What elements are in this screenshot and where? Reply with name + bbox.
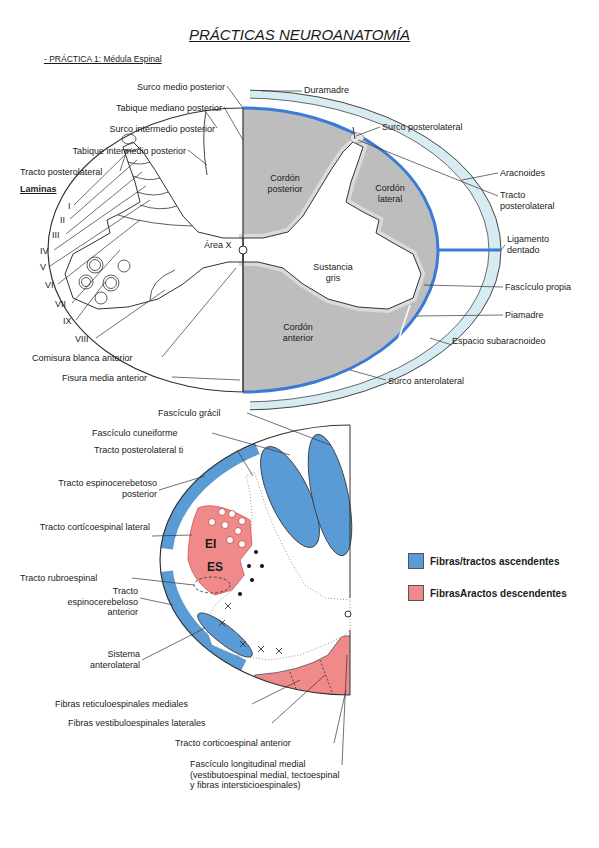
lamina-number: VII	[55, 299, 66, 310]
median-fissure	[242, 254, 244, 392]
fiber-circle	[227, 537, 234, 544]
rubrospinal-tract	[194, 577, 230, 593]
dentate-ligament	[438, 249, 501, 252]
dot	[238, 592, 242, 596]
section-heading: Laminas	[20, 184, 57, 195]
page-title: PRÁCTICAS NEUROANATOMÍA	[0, 26, 599, 43]
tract-label: Tracto rubroespinal	[20, 573, 97, 584]
part-label: Fascículo propia	[505, 282, 571, 293]
central-canal	[239, 246, 247, 254]
tract-label: Fibras vestibuloespinales laterales	[68, 718, 206, 729]
part-label: Duramadre	[304, 85, 349, 96]
part-label: Ligamento dentado	[507, 234, 569, 255]
posterolateral-sulcus	[353, 127, 355, 139]
motor-nucleus	[106, 278, 117, 289]
region-label: Cordón lateral	[368, 183, 413, 204]
region-label: Sustancia gris	[308, 262, 358, 283]
region-label: Cordón anterior	[273, 322, 323, 343]
legend-swatch	[408, 585, 424, 601]
legend-item: Fibras/tractos ascendentes	[408, 553, 560, 569]
part-label: Surco intermedio posterior	[109, 124, 215, 135]
lamina-number: VIII	[75, 334, 89, 345]
legend-item: FibrasAractos descendentes	[408, 585, 567, 601]
tract-label: Tracto corticoespinal anterior	[175, 738, 291, 749]
leader-lines	[132, 413, 347, 765]
cord-outline	[160, 425, 350, 695]
tract-label: Tracto posterolateral ti	[94, 445, 183, 456]
fiber-circle	[229, 511, 236, 518]
subtitle: - PRÁCTICA 1: Médula Espinal	[44, 54, 162, 65]
part-label: Comisura blanca anterior	[32, 353, 133, 364]
dot	[247, 564, 251, 568]
part-label: Tabique mediano posterior	[116, 103, 222, 114]
tract-label: Fascículo longitudinal medial (vestibuto…	[190, 759, 340, 791]
x-marks	[219, 603, 282, 654]
lateral-corticospinal	[188, 506, 252, 595]
tract-label: Tracto espinocerebeloso anterior	[43, 586, 138, 618]
laminae-lines	[118, 148, 192, 300]
motor-nucleus	[118, 260, 130, 272]
fasciculus-proprius	[243, 142, 421, 309]
median-septum	[242, 108, 243, 246]
lamina-number: III	[52, 230, 60, 241]
part-label: Tracto posterolateral	[500, 190, 562, 211]
tract-symbol: EI	[205, 539, 216, 550]
dot	[260, 564, 264, 568]
tract-label: Fascículo cuneiforme	[92, 428, 178, 439]
motor-nucleus	[103, 275, 119, 291]
fiber-circle	[209, 519, 216, 526]
motor-nucleus	[90, 260, 101, 271]
cord-right	[243, 108, 438, 392]
legend-text: Fibras/tractos ascendentes	[430, 556, 560, 567]
part-label: Fisura media anterior	[62, 373, 147, 384]
motor-nucleus	[95, 292, 107, 304]
fiber-circle	[239, 518, 246, 525]
cord-left	[48, 108, 243, 392]
fiber-circle	[235, 528, 242, 535]
part-label: Surco posterolateral	[382, 122, 463, 133]
region-label: Área X	[204, 240, 232, 251]
part-label: Piamadre	[505, 310, 544, 321]
motor-nucleus	[82, 278, 91, 287]
part-label: Tabique intermedio posterior	[72, 146, 186, 157]
part-label: Espacio subaracnoideo	[452, 336, 546, 347]
fiber-circle	[219, 509, 226, 516]
motor-nuclei	[79, 257, 130, 304]
lamina-number: IV	[40, 246, 49, 257]
tract-label: Fascículo grácil	[158, 408, 221, 419]
dura-mater	[250, 90, 501, 410]
lamina-number: VI	[45, 280, 54, 291]
tract-label: Fibras reticuloespinales mediales	[55, 699, 188, 710]
tract-label: Tracto espinocerebetoso posterior	[27, 478, 157, 499]
dot	[250, 578, 254, 582]
tract-symbol: ES	[207, 562, 223, 573]
part-label: Tracto posterolateral	[20, 167, 102, 178]
legend-swatch	[408, 553, 424, 569]
posterolateral-tract	[122, 134, 136, 144]
lamina-number: V	[40, 262, 46, 273]
median-lines	[350, 425, 351, 695]
legend-text: FibrasAractos descendentes	[430, 588, 567, 599]
leader-lines	[50, 86, 505, 380]
fiber-circle	[239, 541, 246, 548]
intermediate-septum	[204, 110, 207, 175]
lamina-number: IX	[63, 316, 72, 327]
anterolateral-boundary	[395, 305, 410, 350]
tract-label: Sistema anterolateral	[72, 649, 140, 670]
dots	[238, 550, 264, 596]
region-label: Cordón posterior	[255, 173, 315, 194]
part-label: Surco medio posterior	[137, 82, 225, 93]
tract-label: Tracto cortícoespinal lateral	[30, 522, 150, 533]
anterolateral-system	[193, 607, 258, 663]
lamina-number: II	[60, 215, 65, 226]
fasciculus-gracilis	[300, 431, 361, 560]
fiber-circle	[222, 522, 229, 529]
gray-matter	[243, 142, 421, 309]
part-label: Surco anterolateral	[388, 376, 464, 387]
dot	[254, 550, 258, 554]
central-canal	[345, 611, 351, 617]
part-label: Aracnoides	[500, 168, 545, 179]
lamina-number: I	[68, 201, 71, 212]
